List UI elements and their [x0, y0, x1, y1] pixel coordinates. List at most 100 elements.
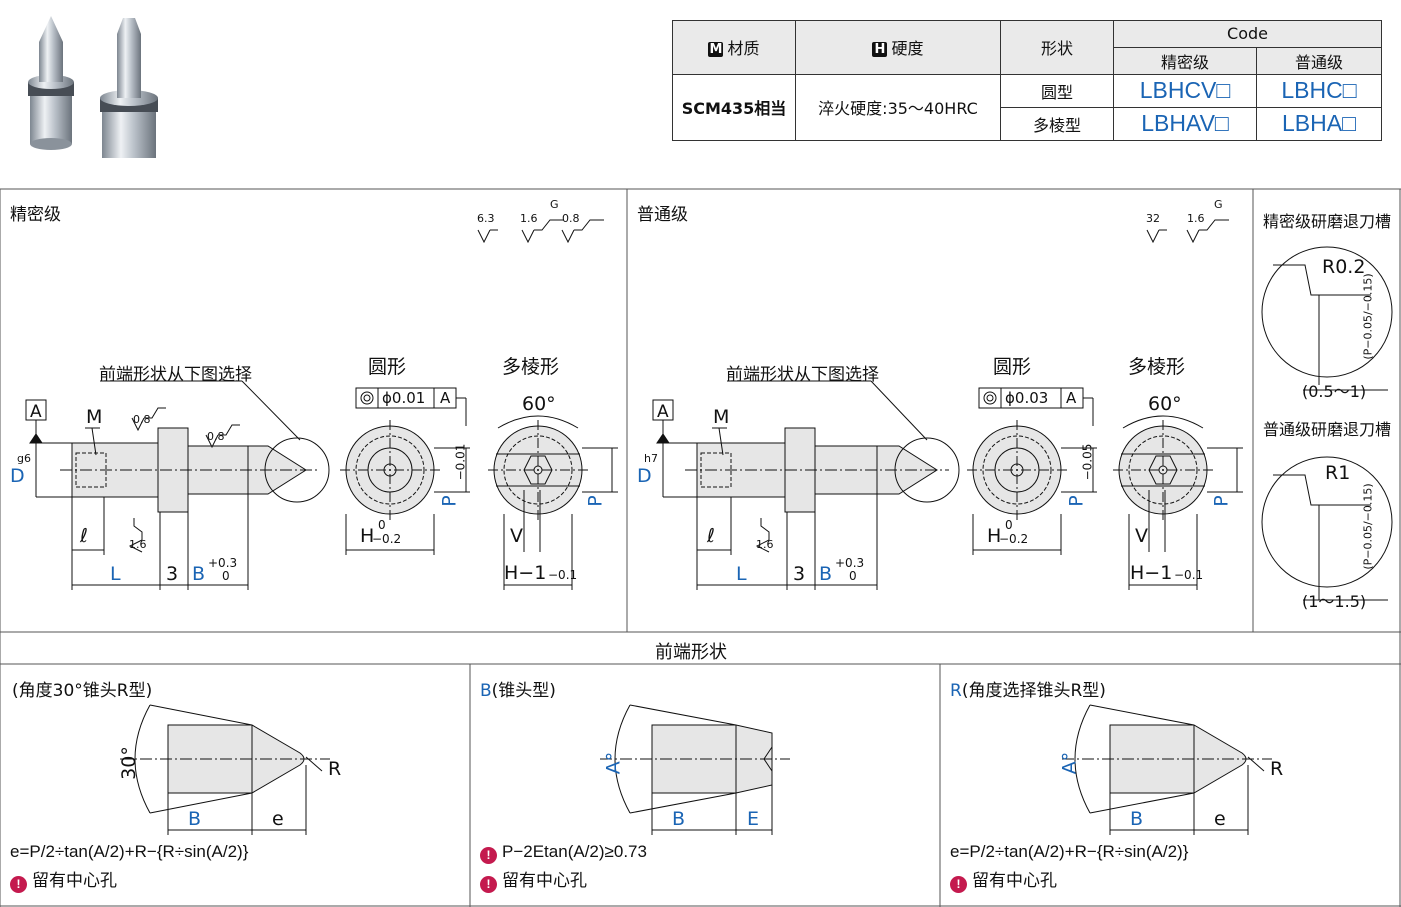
- tip2-note: !留有中心孔: [480, 866, 587, 893]
- relief-precision-title: 精密级研磨退刀槽: [1263, 212, 1392, 231]
- code-round-precision[interactable]: LBHCV□: [1113, 73, 1257, 108]
- callout-text: 前端形状从下图选择: [99, 365, 252, 385]
- tip1-note: !留有中心孔: [10, 866, 117, 893]
- tip3-r: R: [1270, 758, 1284, 780]
- warning-icon: !: [480, 847, 497, 864]
- d-label: D: [10, 465, 25, 487]
- std-datum-label: A: [657, 402, 669, 422]
- tip3-note: !留有中心孔: [950, 866, 1057, 893]
- l-label: ℓ: [80, 525, 88, 547]
- V-label: V: [510, 525, 523, 547]
- warning-icon: !: [480, 876, 497, 893]
- tip1-title: (角度30°锥头R型): [12, 681, 153, 701]
- relief-precision-p: (P−0.05/−0.15): [1361, 273, 1375, 360]
- std-angle-label: 60°: [1148, 393, 1182, 415]
- B-tol-lo: 0: [222, 569, 230, 583]
- tip2-b: B: [672, 808, 686, 830]
- std-H1-label: H−1: [1130, 562, 1173, 584]
- tip1-e: e: [272, 808, 284, 830]
- std-P-label: P: [1065, 495, 1088, 507]
- material-value: SCM435相当: [672, 73, 796, 142]
- std-conc-datum: A: [1066, 389, 1077, 407]
- std-H-label: H: [987, 525, 1002, 547]
- std-P-tol: −0.05: [1080, 443, 1095, 481]
- L-label: L: [110, 563, 121, 585]
- tip3-e: e: [1214, 808, 1226, 830]
- hardness-value: 淬火硬度:35～40HRC: [795, 73, 1001, 142]
- relief-standard-title: 普通级研磨退刀槽: [1263, 420, 1392, 439]
- rough-08-a: 0.8: [133, 413, 151, 426]
- std-L-label: L: [736, 563, 747, 585]
- m-label: M: [86, 406, 103, 428]
- rough-16: 1.6: [129, 538, 147, 551]
- warning-icon: !: [10, 876, 27, 893]
- H1-label: H−1: [504, 562, 547, 584]
- std-H-tol-up: 0: [1005, 518, 1013, 532]
- std-rough-16: 1.6: [756, 538, 774, 551]
- H1-tol-lo: −0.1: [548, 568, 578, 582]
- tip2-e: E: [747, 808, 760, 830]
- tip3-formula: e=P/2÷tan(A/2)+R−{R÷sin(A/2)}: [950, 842, 1189, 861]
- tip3-b: B: [1130, 808, 1144, 830]
- angle-label: 60°: [522, 393, 556, 415]
- H-label: H: [360, 525, 375, 547]
- relief-standard-range: (1～1.5): [1302, 592, 1367, 611]
- datum-label: A: [30, 402, 42, 422]
- std-round-title: 圆形: [993, 356, 1032, 378]
- std-m-label: M: [713, 406, 730, 428]
- grind-mark: G: [550, 198, 559, 211]
- three-label: 3: [166, 563, 179, 585]
- conc-datum: A: [440, 389, 451, 407]
- roughness-b: 0.8: [562, 212, 580, 225]
- std-d-tol: h7: [644, 452, 658, 465]
- P-label-poly: P: [584, 495, 607, 507]
- code-poly-precision[interactable]: LBHAV□: [1113, 106, 1257, 142]
- relief-drawing: [1261, 246, 1393, 601]
- roughness-symbol: [521, 219, 564, 244]
- std-B-tol-up: +0.3: [835, 556, 865, 570]
- P-label: P: [438, 495, 461, 507]
- std-poly-title: 多棱形: [1128, 356, 1186, 378]
- round-pin-photo: [28, 16, 74, 150]
- tip1-formula: e=P/2÷tan(A/2)+R−{R÷sin(A/2)}: [10, 842, 249, 861]
- std-roughness-a: 1.6: [1187, 212, 1205, 225]
- roughness-symbol: [477, 229, 498, 244]
- roughness-main: 6.3: [477, 212, 495, 225]
- poly-pin-photo: [100, 18, 158, 158]
- B-label: B: [192, 563, 206, 585]
- precision-drawing: [25, 219, 618, 590]
- relief-precision-range: (0.5～1): [1302, 382, 1367, 401]
- roughness-a: 1.6: [520, 212, 538, 225]
- std-P-label-poly: P: [1210, 495, 1233, 507]
- tip-drawings: [120, 704, 1272, 835]
- shape-header: 形状: [1000, 20, 1114, 75]
- std-V-label: V: [1135, 525, 1148, 547]
- standard-title: 普通级: [637, 205, 688, 225]
- shape-poly: 多棱型: [1000, 106, 1114, 142]
- std-B-label: B: [819, 563, 833, 585]
- code-header: Code: [1113, 20, 1382, 48]
- H-tol-up: 0: [378, 518, 386, 532]
- std-d-label: D: [637, 465, 652, 487]
- precision-title: 精密级: [10, 205, 61, 225]
- tip2-angle: A°: [602, 751, 625, 775]
- tip1-angle: 30°: [117, 746, 140, 780]
- std-three-label: 3: [793, 563, 806, 585]
- tip3-title: R(角度选择锥头R型): [950, 681, 1106, 701]
- tip1-r: R: [328, 758, 342, 780]
- tip2-formula: !P−2Etan(A/2)≥0.73: [480, 842, 647, 864]
- B-tol-up: +0.3: [208, 556, 238, 570]
- std-conc-value: ϕ0.03: [1005, 389, 1049, 407]
- std-l-label: ℓ: [707, 525, 715, 547]
- product-photo: [28, 16, 158, 158]
- H-tol-lo: −0.2: [372, 532, 402, 546]
- spec-table: M硬度材质 H硬度 形状 Code 精密级 普通级 SCM435相当 淬火硬度:…: [672, 20, 1382, 142]
- rough-08-b: 0.8: [207, 430, 225, 443]
- code-poly-standard[interactable]: LBHA□: [1256, 106, 1382, 142]
- warning-icon: !: [950, 876, 967, 893]
- tip2-title: B(锥头型): [480, 681, 556, 701]
- d-tol: g6: [17, 452, 31, 465]
- tip3-angle: A°: [1058, 751, 1081, 775]
- material-header: M硬度材质: [672, 20, 796, 75]
- P-tol: −0.01: [453, 443, 468, 481]
